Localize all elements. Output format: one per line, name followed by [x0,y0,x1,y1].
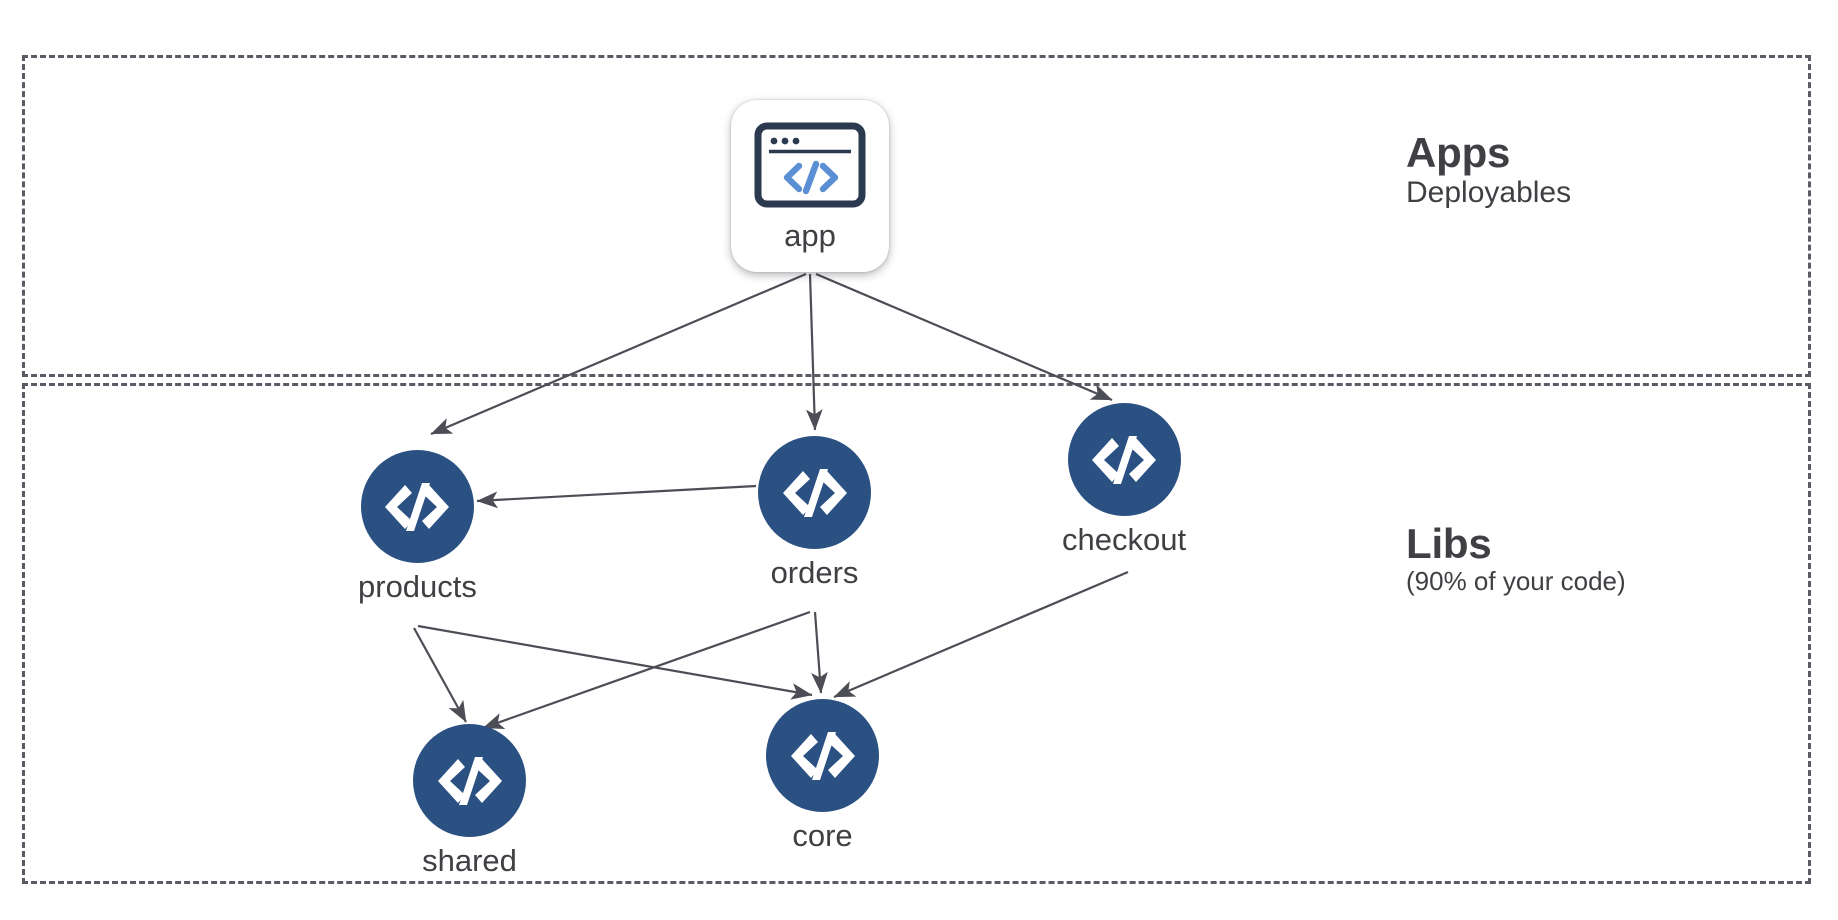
node-shared-label: shared [422,843,517,878]
node-orders-circle [758,436,871,549]
node-products[interactable]: products [358,450,477,604]
node-orders-label: orders [770,555,859,590]
code-brackets-icon [1092,435,1157,484]
zone-apps-title: Apps [1406,129,1511,176]
code-brackets-icon [790,731,855,780]
node-core-circle [766,699,879,812]
zone-apps [22,55,1811,377]
zone-libs-subtitle: (90% of your code) [1406,566,1626,597]
node-checkout-circle [1067,403,1181,516]
code-brackets-icon [385,482,450,531]
zone-libs-caption: Libs (90% of your code) [1406,521,1626,598]
zone-libs [22,383,1811,884]
node-orders[interactable]: orders [758,436,871,590]
node-core-label: core [792,818,853,853]
code-brackets-icon [437,756,502,805]
zone-apps-subtitle: Deployables [1406,176,1572,210]
browser-code-icon [754,122,866,208]
node-shared[interactable]: shared [413,724,526,878]
zone-libs-title: Libs [1406,520,1492,567]
node-checkout[interactable]: checkout [1062,403,1186,557]
node-app-label: app [784,218,836,253]
node-products-label: products [358,569,477,604]
zone-apps-caption: Apps Deployables [1406,130,1571,212]
node-core[interactable]: core [766,699,879,853]
node-app[interactable]: app [731,100,889,272]
node-checkout-label: checkout [1062,522,1187,557]
node-products-circle [360,450,474,563]
node-shared-circle [413,724,526,837]
code-brackets-icon [782,468,847,517]
